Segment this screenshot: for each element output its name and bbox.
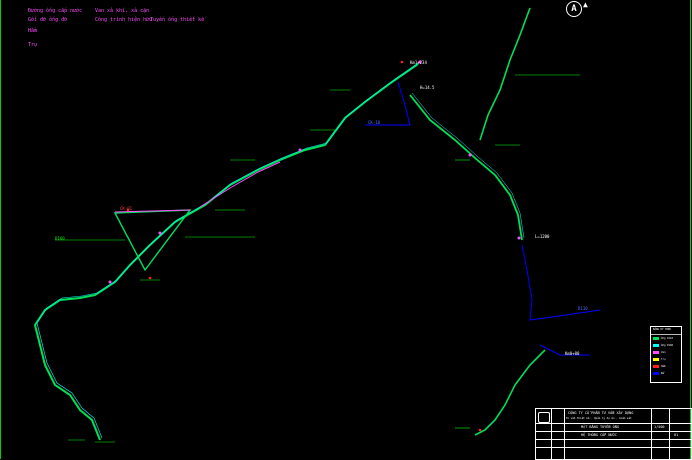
legend-table-row: Ống D110 (661, 337, 674, 340)
pipeline-route-north (479, 7, 531, 141)
drawing-frame-left (0, 0, 1, 459)
callout-label-2: Km1+234 (410, 60, 427, 65)
north-symbol: A (566, 1, 582, 17)
callout-label-3: H=14.5 (420, 85, 435, 90)
legend-table-title: BẢNG KÝ HIỆU (653, 328, 672, 331)
pipeline-route-main (33, 63, 419, 441)
pipeline-highlight (199, 161, 281, 208)
legend-post: Trụ (28, 42, 38, 48)
callout-label-1: CK-10 (368, 120, 381, 125)
legend-pipe: Đường ống cấp nước (28, 8, 83, 14)
pipeline-route-right (409, 94, 523, 241)
company-logo-icon (538, 412, 550, 423)
drawing-frame-right (690, 0, 691, 459)
title-block-drawing-title: MẶT BẰNG TUYẾN ỐNG (581, 425, 619, 429)
red-markers (126, 60, 482, 432)
north-arrow-icon: ▲ (583, 0, 588, 9)
pipeline-route-main-offset (36, 61, 421, 439)
title-block-company: CÔNG TY CỔ PHẦN TƯ VẤN XÂY DỰNG (568, 411, 634, 415)
legend-table-row: Ống D160 (661, 344, 674, 347)
legend-existing: Công trình hiện hữu (95, 17, 153, 23)
pipeline-route-south (474, 349, 546, 436)
callout-label-7: CK-01 (120, 206, 133, 211)
legend-table-row: Bể (661, 372, 665, 375)
callout-label-8: D160 (55, 236, 65, 241)
legend-support: Gối đỡ ống đỡ (28, 17, 68, 23)
title-block: CÔNG TY CỔ PHẦN TƯ VẤN XÂY DỰNG Tư vấn t… (535, 408, 692, 460)
legend-designed: Tuyến ống thiết kế (150, 17, 205, 23)
callout-line-3 (539, 344, 590, 356)
legend-table-row: Van (661, 351, 666, 354)
legend-manhole: Hầm (28, 28, 38, 34)
legend-table: BẢNG KÝ HIỆU Ống D110 Ống D160 Van Trụ H… (650, 326, 682, 383)
pipeline-route-right-offset (411, 92, 525, 239)
node-markers (108, 60, 521, 284)
callout-label-6: Km0+00 (565, 351, 580, 356)
legend-table-row: Trụ (661, 358, 666, 361)
legend-table-row: Hầm (661, 365, 666, 368)
title-block-scale: 1/500 (654, 425, 665, 429)
callout-line-2 (521, 244, 601, 321)
title-block-project: HỆ THỐNG CẤP NƯỚC (581, 433, 617, 437)
title-block-sheet: 01 (674, 433, 679, 437)
label-leaders (55, 74, 580, 443)
pipe-loop-top (114, 209, 191, 213)
callout-label-5: D110 (578, 306, 588, 311)
title-block-subtitle: Tư vấn thiết kế - Quản lý dự án - Giám s… (566, 417, 632, 420)
legend-valve: Van xả khí, xả cặn (95, 8, 150, 14)
callout-line-1 (365, 81, 411, 126)
callout-label-4: L=1200 (535, 234, 550, 239)
